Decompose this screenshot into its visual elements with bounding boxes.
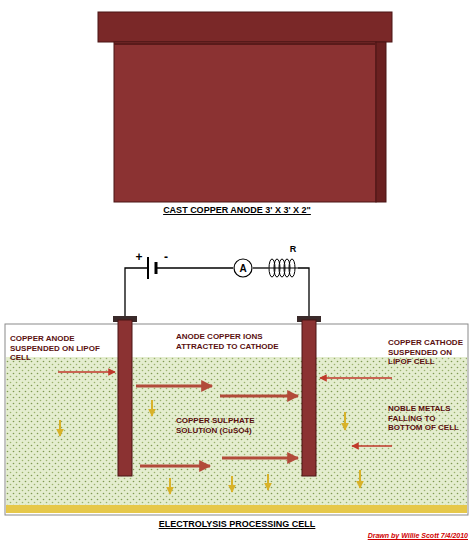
circuit-wire	[125, 268, 309, 318]
copper-sulphate-solution	[6, 357, 467, 506]
resistor-symbol	[268, 259, 298, 277]
polarity-sign: +	[133, 250, 145, 264]
callout-text: ANODE COPPER IONS ATTRACTED TO CATHODE	[176, 332, 288, 351]
callout-arrow	[58, 372, 392, 446]
resistor-label: R	[286, 244, 300, 255]
credit-note: Drawn by Willie Scott 7/4/2010	[330, 532, 468, 540]
solution-label: COPPER SULPHATE SOLUTION (CuSO4)	[176, 416, 288, 435]
ammeter: A	[233, 258, 253, 278]
callout-text: COPPER ANODE SUSPENDED ON LIPOF CELL	[10, 334, 108, 363]
anode-plate	[113, 316, 137, 476]
cathode-plate	[297, 316, 321, 476]
ammeter-outline	[234, 259, 252, 277]
cell-tank	[5, 324, 468, 515]
ion-arrow	[136, 386, 298, 466]
sludge-layer	[6, 505, 467, 513]
callout-text: COPPER CATHODE SUSPENDED ON LIPOF CELL	[388, 338, 468, 367]
polarity-sign: -	[160, 250, 172, 264]
figure-caption: CAST COPPER ANODE 3' X 3' X 2"	[0, 205, 474, 216]
figure-caption: ELECTROLYSIS PROCESSING CELL	[0, 519, 474, 530]
cast-anode	[98, 12, 392, 202]
callout-text: NOBLE METALS FALLING TO BOTTOM OF CELL	[388, 404, 468, 433]
falling-noble-metal	[60, 400, 360, 494]
meter-letter: A	[239, 263, 246, 274]
battery-symbol	[148, 257, 156, 279]
